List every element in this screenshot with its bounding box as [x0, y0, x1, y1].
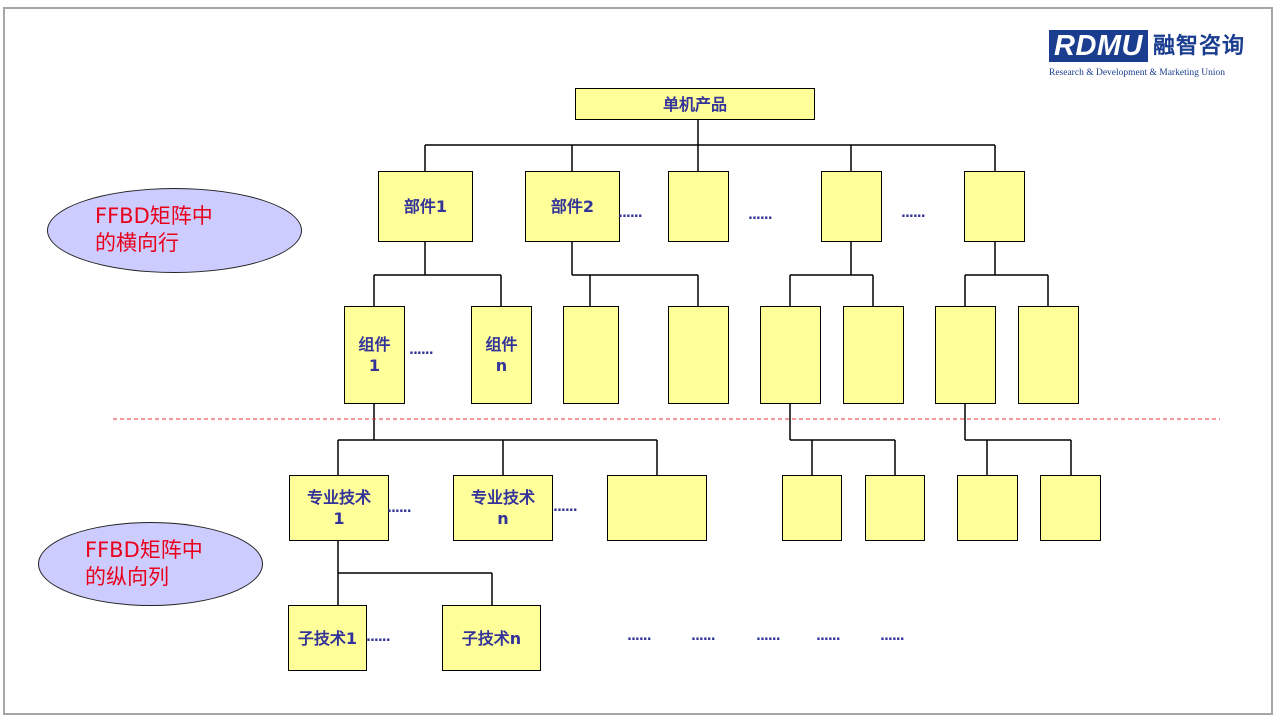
node-level3 — [1040, 475, 1101, 541]
ellipsis: ...... — [553, 500, 578, 515]
node-level3 — [607, 475, 707, 541]
ellipse-vertical-columns — [38, 522, 263, 606]
ellipsis: ...... — [816, 629, 841, 644]
node-level3 — [957, 475, 1018, 541]
node-level2 — [760, 306, 821, 404]
node-level2 — [563, 306, 619, 404]
node-level1 — [821, 171, 882, 242]
ellipsis: ...... — [409, 343, 434, 358]
label-vertical-columns: FFBD矩阵中 的纵向列 — [85, 538, 203, 589]
ellipsis: ...... — [748, 208, 773, 223]
ellipsis: ...... — [627, 629, 652, 644]
node-level4: 子技术1 — [288, 605, 367, 671]
logo-tagline: Research & Development & Marketing Union — [1049, 68, 1225, 78]
ellipsis: ...... — [901, 206, 926, 221]
ellipsis: ...... — [387, 501, 412, 516]
node-level3: 专业技术 1 — [289, 475, 389, 541]
node-level3 — [865, 475, 925, 541]
node-level3 — [782, 475, 842, 541]
node-root: 单机产品 — [575, 88, 815, 120]
node-level2 — [843, 306, 904, 404]
ellipsis: ...... — [618, 206, 643, 221]
node-level1: 部件2 — [525, 171, 620, 242]
node-level1: 部件1 — [378, 171, 473, 242]
node-level4: 子技术n — [442, 605, 541, 671]
node-level2 — [935, 306, 996, 404]
node-level2 — [1018, 306, 1079, 404]
ellipsis: ...... — [880, 629, 905, 644]
ellipsis: ...... — [691, 629, 716, 644]
ellipsis: ...... — [756, 629, 781, 644]
node-level1 — [668, 171, 729, 242]
ellipse-horizontal-rows — [47, 188, 302, 273]
logo-chinese-name: 融智咨询 — [1153, 33, 1246, 59]
ellipsis: ...... — [366, 630, 391, 645]
node-level2: 组件 1 — [344, 306, 405, 404]
label-horizontal-rows: FFBD矩阵中 的横向行 — [95, 204, 213, 255]
node-level3: 专业技术 n — [453, 475, 553, 541]
node-level2 — [668, 306, 729, 404]
slide-frame — [3, 7, 1273, 715]
logo-mark: RDMU — [1049, 30, 1148, 62]
node-level1 — [964, 171, 1025, 242]
node-level2: 组件 n — [471, 306, 532, 404]
